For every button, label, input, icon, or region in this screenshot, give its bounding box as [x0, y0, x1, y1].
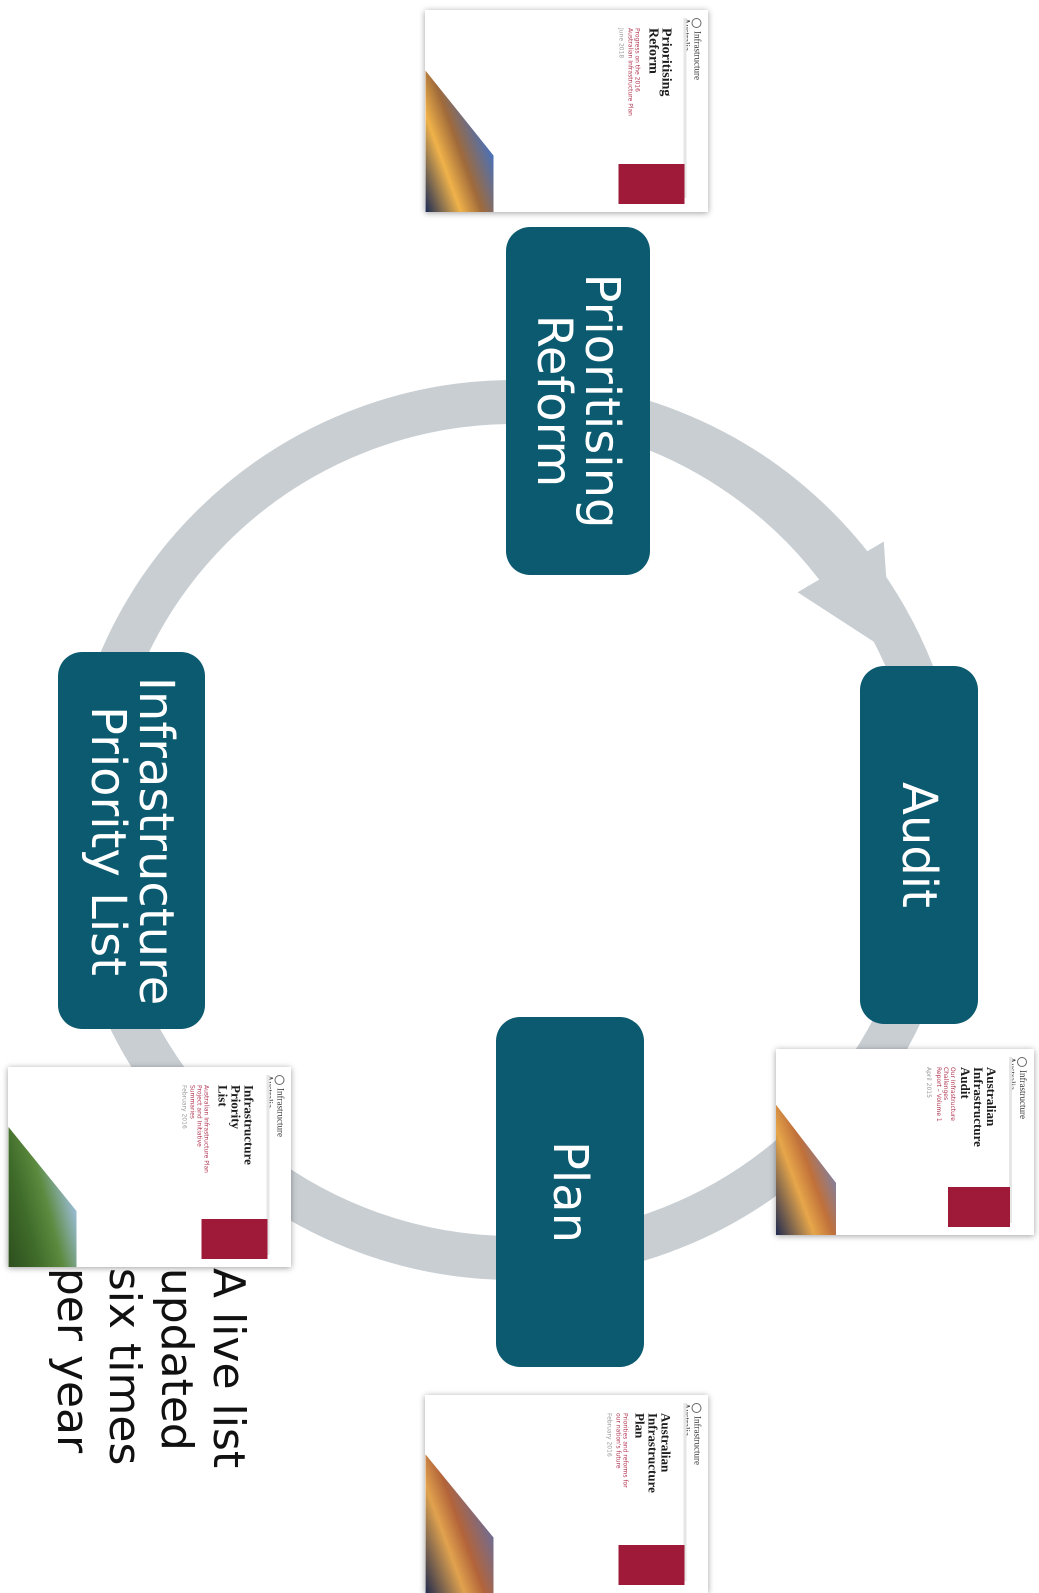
stage-label: Prioritising Reform	[526, 273, 630, 529]
document-cover-infrastructure-priority-list: Infrastructure Australia Infrastructure …	[8, 1067, 291, 1267]
document-cover-prioritising-reform: Infrastructure Australia Prioritising Re…	[425, 10, 708, 212]
document-title: Australian Infrastructure Plan	[632, 1413, 673, 1493]
red-accent-bar	[201, 1219, 267, 1259]
stage-infrastructure-priority-list: Infrastructure Priority List	[58, 652, 205, 1029]
document-subtitle: Our Infrastructure Challenges Report – V…	[935, 1067, 956, 1122]
document-date: April 2015	[925, 1067, 932, 1098]
stage-plan: Plan	[496, 1017, 644, 1367]
live-list-note-text: A live list updated six times per year	[47, 1267, 254, 1469]
document-cover-audit: Infrastructure Australia Australian Infr…	[776, 1049, 1034, 1235]
red-accent-bar	[618, 164, 684, 204]
crest-icon	[274, 1075, 285, 1085]
stage-audit: Audit	[860, 666, 978, 1024]
crest-icon	[691, 18, 702, 28]
city-photo	[776, 1049, 836, 1235]
stage-prioritising-reform: Prioritising Reform	[506, 227, 650, 575]
live-list-note: A live list updated six times per year	[30, 1268, 270, 1468]
city-photo	[425, 10, 493, 212]
stage-label: Audit	[891, 782, 947, 908]
red-accent-bar	[948, 1187, 1010, 1227]
rail-photo	[8, 1067, 76, 1267]
document-subtitle: Progress on the 2016 Australian Infrastr…	[626, 28, 640, 116]
crest-icon	[1017, 1057, 1028, 1067]
stage-label: Infrastructure Priority List	[79, 676, 184, 1005]
document-date: June 2018	[617, 28, 624, 59]
document-title: Prioritising Reform	[645, 28, 673, 97]
document-subtitle: Australian Infrastructure Plan Project a…	[188, 1085, 209, 1173]
document-title: Infrastructure Priority List	[215, 1085, 256, 1165]
stage-label: Plan	[542, 1140, 598, 1244]
document-cover-plan: Infrastructure Australia Australian Infr…	[425, 1395, 708, 1593]
crest-icon	[691, 1403, 702, 1413]
document-subtitle: Priorities and reforms for our nation's …	[614, 1413, 628, 1488]
red-accent-bar	[618, 1545, 684, 1585]
document-date: February 2016	[605, 1413, 612, 1457]
document-date: February 2016	[180, 1085, 187, 1129]
city-photo	[425, 1395, 493, 1593]
document-title: Australian Infrastructure Audit	[958, 1067, 999, 1147]
